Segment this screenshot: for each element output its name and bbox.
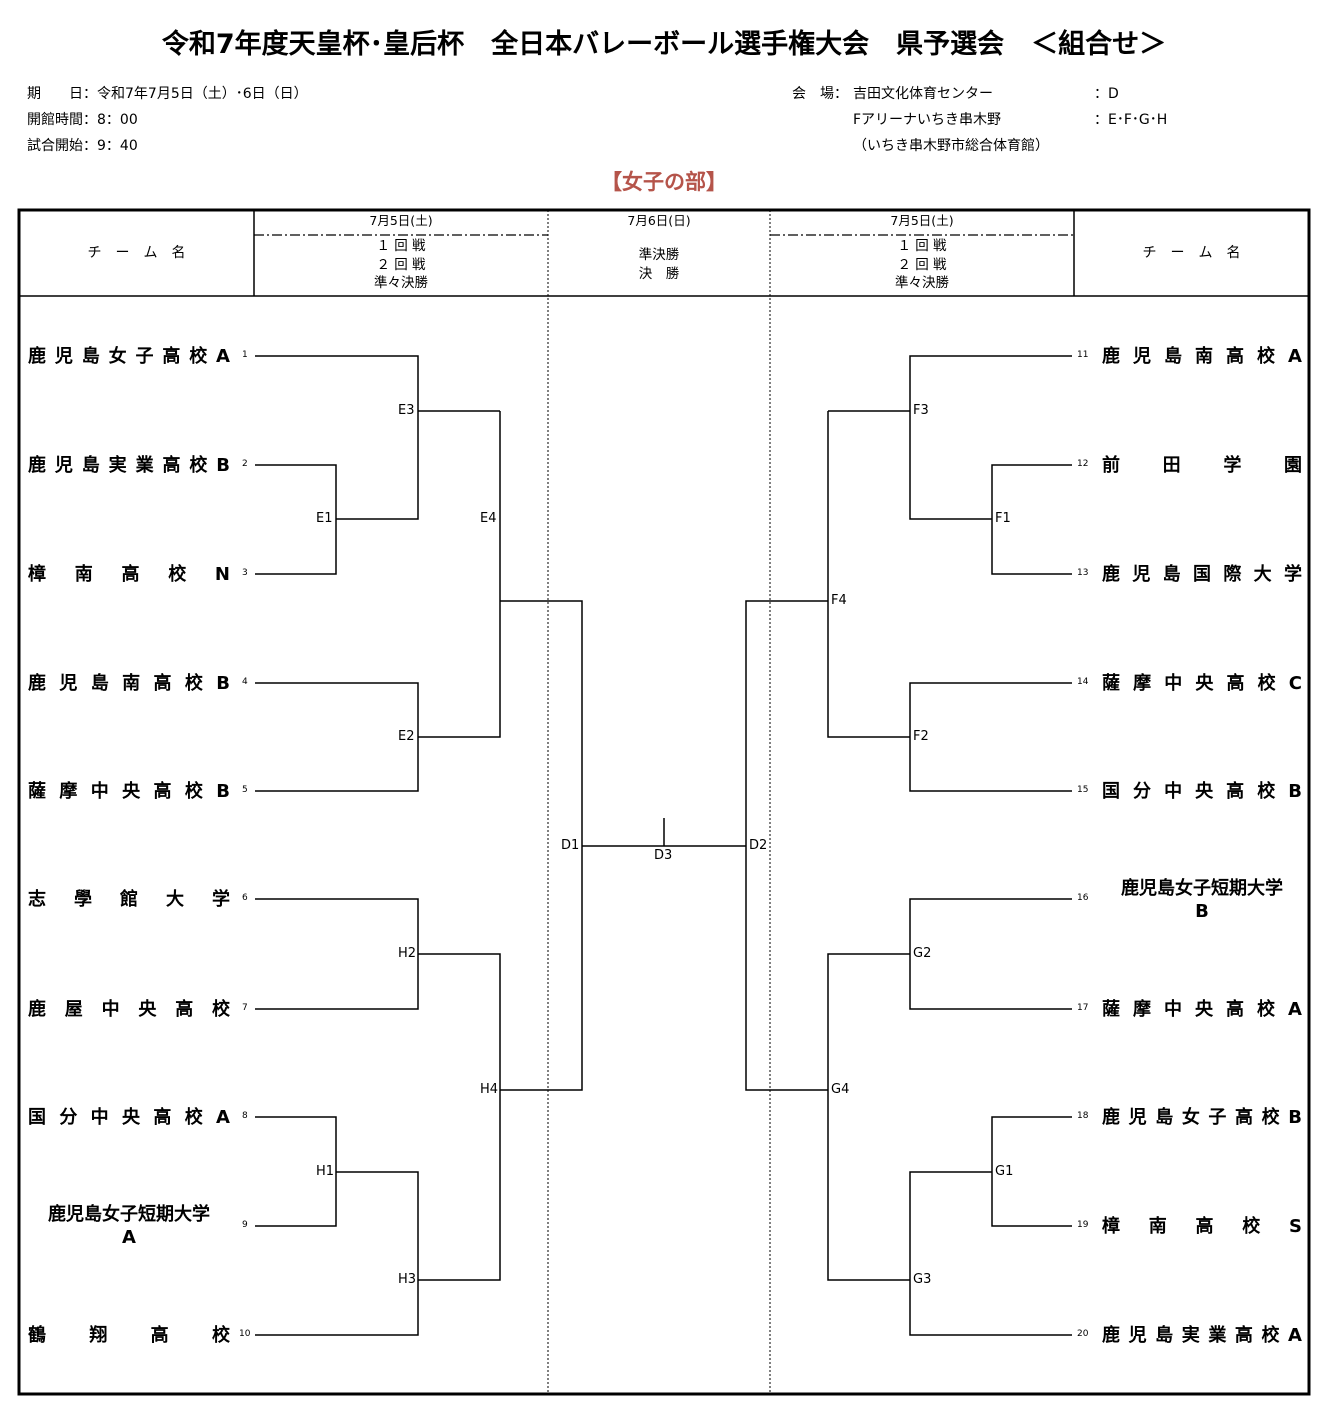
seed-number: 16 xyxy=(1077,893,1089,903)
team-name-header-right: チ ー ム 名 xyxy=(1142,245,1241,261)
team-name: 志學館大学 xyxy=(28,889,230,910)
seed-number: 13 xyxy=(1077,568,1089,578)
right-round-3: 準々決勝 xyxy=(895,275,949,291)
left-round-1: １ 回 戦 xyxy=(376,238,426,254)
match-label-d3: D3 xyxy=(654,848,673,863)
team-name: 鹿児島南高校B xyxy=(28,673,230,694)
seed-number: 11 xyxy=(1077,350,1089,360)
venue-2: Fアリーナいちき串木野 xyxy=(853,112,1002,128)
match-label-h2: H2 xyxy=(398,946,417,961)
seed-number: 12 xyxy=(1077,459,1089,469)
center-round-1: 準決勝 xyxy=(638,247,680,263)
team-name: 鹿児島女子短期大学 xyxy=(48,1204,210,1225)
match-label-e4: E4 xyxy=(480,511,497,526)
table-frame xyxy=(17,208,1311,1396)
match-label-f1: F1 xyxy=(995,511,1011,526)
venue-label: 会 場： xyxy=(792,86,848,102)
match-label-g3: G3 xyxy=(913,1272,932,1287)
seed-number: 17 xyxy=(1077,1003,1089,1013)
match-label-h1: H1 xyxy=(316,1164,335,1179)
section-title: 【女子の部】 xyxy=(601,170,727,194)
team-name: 国分中央高校A xyxy=(28,1107,230,1128)
team-name: 薩摩中央高校B xyxy=(28,781,230,802)
match-label-g4: G4 xyxy=(831,1082,850,1097)
match-label-g1: G1 xyxy=(995,1164,1014,1179)
match-label-f3: F3 xyxy=(913,403,929,418)
team-name: 鹿児島実業高校A xyxy=(1102,1325,1302,1346)
seed-number: 10 xyxy=(239,1329,251,1339)
match-label-f4: F4 xyxy=(831,593,847,608)
match-label-d2: D2 xyxy=(749,838,768,853)
team-name: 鹿屋中央高校 xyxy=(28,999,230,1020)
seed-number: 18 xyxy=(1077,1111,1089,1121)
seed-number: 8 xyxy=(242,1111,248,1121)
seed-number: 9 xyxy=(242,1220,248,1230)
team-name-line2: B xyxy=(1195,901,1209,922)
team-name: 鹿児島実業高校B xyxy=(28,455,230,476)
team-name: 鶴翔高校 xyxy=(28,1325,230,1346)
right-date-header: 7月5日(土) xyxy=(890,213,954,228)
seed-number: 7 xyxy=(242,1003,248,1013)
team-name-header-left: チ ー ム 名 xyxy=(87,245,186,261)
team-name: 鹿児島女子短期大学 xyxy=(1121,878,1283,899)
team-name: 樟南高校N xyxy=(28,564,230,585)
seed-number: 14 xyxy=(1077,677,1089,687)
open-time-info: 開館時間：8：00 xyxy=(27,112,138,128)
left-date-header: 7月5日(土) xyxy=(369,213,433,228)
match-label-e1: E1 xyxy=(316,511,333,526)
team-name-line2: A xyxy=(122,1227,136,1248)
team-name: 樟南高校S xyxy=(1102,1216,1302,1237)
start-time-info: 試合開始：9：40 xyxy=(27,138,138,154)
match-label-h3: H3 xyxy=(398,1272,417,1287)
match-label-e3: E3 xyxy=(398,403,415,418)
match-label-g2: G2 xyxy=(913,946,932,961)
team-name: 鹿児島国際大学 xyxy=(1102,564,1302,585)
left-round-2: ２ 回 戦 xyxy=(376,257,426,273)
right-round-2: ２ 回 戦 xyxy=(897,257,947,273)
team-name: 鹿児島女子高校B xyxy=(1102,1107,1302,1128)
team-name: 前田学園 xyxy=(1102,455,1302,476)
venue-2-note: （いちき串木野市総合体育館） xyxy=(853,138,1049,154)
team-name: 鹿児島南高校A xyxy=(1102,346,1302,367)
match-label-f2: F2 xyxy=(913,729,929,744)
right-round-1: １ 回 戦 xyxy=(897,238,947,254)
center-round-2: 決 勝 xyxy=(638,266,680,282)
seed-number: 3 xyxy=(242,568,248,578)
team-name: 鹿児島女子高校A xyxy=(28,346,230,367)
seed-number: 6 xyxy=(242,893,248,903)
team-name: 薩摩中央高校A xyxy=(1102,999,1302,1020)
team-name: 薩摩中央高校C xyxy=(1102,673,1302,694)
match-label-d1: D1 xyxy=(561,838,580,853)
seed-number: 19 xyxy=(1077,1220,1089,1230)
match-label-h4: H4 xyxy=(480,1082,499,1097)
match-label-e2: E2 xyxy=(398,729,415,744)
seed-number: 15 xyxy=(1077,785,1089,795)
venue-1: 吉田文化体育センター xyxy=(853,86,993,102)
team-name: 国分中央高校B xyxy=(1102,781,1302,802)
seed-number: 4 xyxy=(242,677,248,687)
date-info: 期 日：令和7年7月5日（土）･6日（日） xyxy=(27,86,308,102)
bracket-paths xyxy=(255,355,1072,1336)
center-date-header: 7月6日(日) xyxy=(627,213,691,228)
page-title: 令和7年度天皇杯･皇后杯 全日本バレーボール選手権大会 県予選会 ＜組合せ＞ xyxy=(161,29,1167,60)
venue-1-courts: ：D xyxy=(1094,86,1119,102)
seed-number: 5 xyxy=(242,785,248,795)
left-round-3: 準々決勝 xyxy=(374,275,428,291)
venue-2-courts: ：E･F･G･H xyxy=(1094,112,1168,128)
seed-number: 2 xyxy=(242,459,248,469)
seed-number: 1 xyxy=(242,350,248,360)
seed-number: 20 xyxy=(1077,1329,1089,1339)
